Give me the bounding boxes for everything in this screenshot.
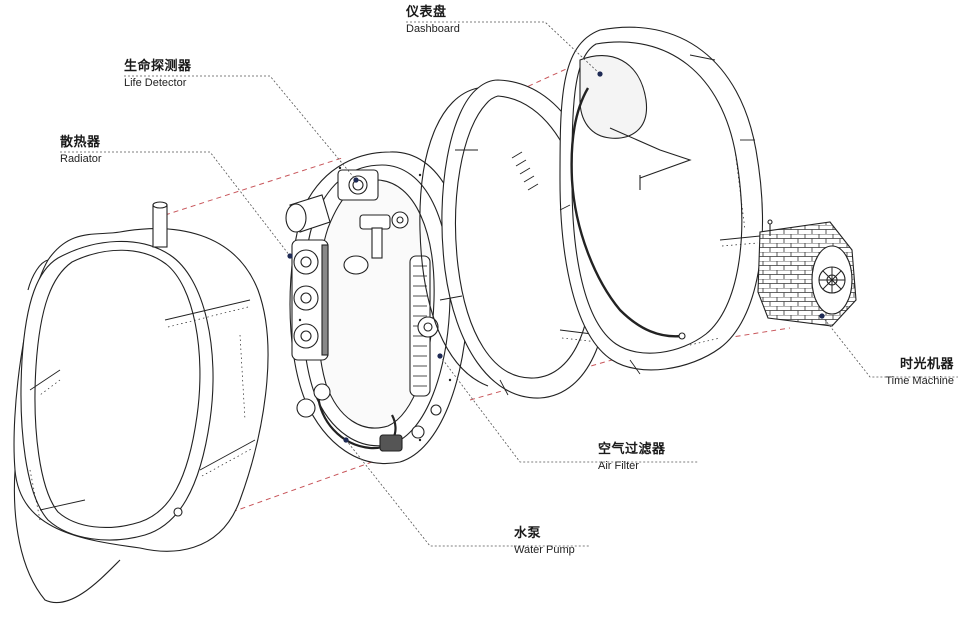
radiator-shell [13, 201, 269, 603]
label-time-machine: 时光机器 Time Machine [885, 358, 954, 387]
label-radiator-en: Radiator [60, 153, 102, 165]
label-life-detector: 生命探测器 Life Detector [124, 60, 192, 89]
leader-dots [287, 71, 825, 443]
time-machine [757, 219, 857, 327]
label-time-machine-zh: 时光机器 [899, 357, 954, 372]
label-air-filter-en: Air Filter [598, 460, 639, 472]
radiator-fans [291, 239, 329, 361]
label-air-filter: 空气过滤器 Air Filter [598, 443, 666, 472]
front-plate-assembly [285, 151, 469, 464]
label-life-detector-en: Life Detector [124, 77, 187, 89]
label-water-pump-en: Water Pump [514, 544, 575, 556]
label-dashboard: 仪表盘 Dashboard [406, 6, 460, 35]
label-time-machine-en: Time Machine [885, 375, 954, 387]
label-air-filter-zh: 空气过滤器 [598, 442, 666, 457]
label-life-detector-zh: 生命探测器 [124, 59, 192, 74]
water-pump [296, 383, 442, 452]
leader-lines [60, 21, 958, 547]
label-radiator: 散热器 Radiator [60, 136, 102, 165]
label-dashboard-zh: 仪表盘 [406, 5, 447, 20]
label-dashboard-en: Dashboard [406, 23, 460, 35]
label-water-pump-zh: 水泵 [514, 526, 542, 541]
dashboard-shell [559, 26, 764, 375]
label-water-pump: 水泵 Water Pump [514, 527, 575, 556]
label-radiator-zh: 散热器 [60, 135, 101, 150]
